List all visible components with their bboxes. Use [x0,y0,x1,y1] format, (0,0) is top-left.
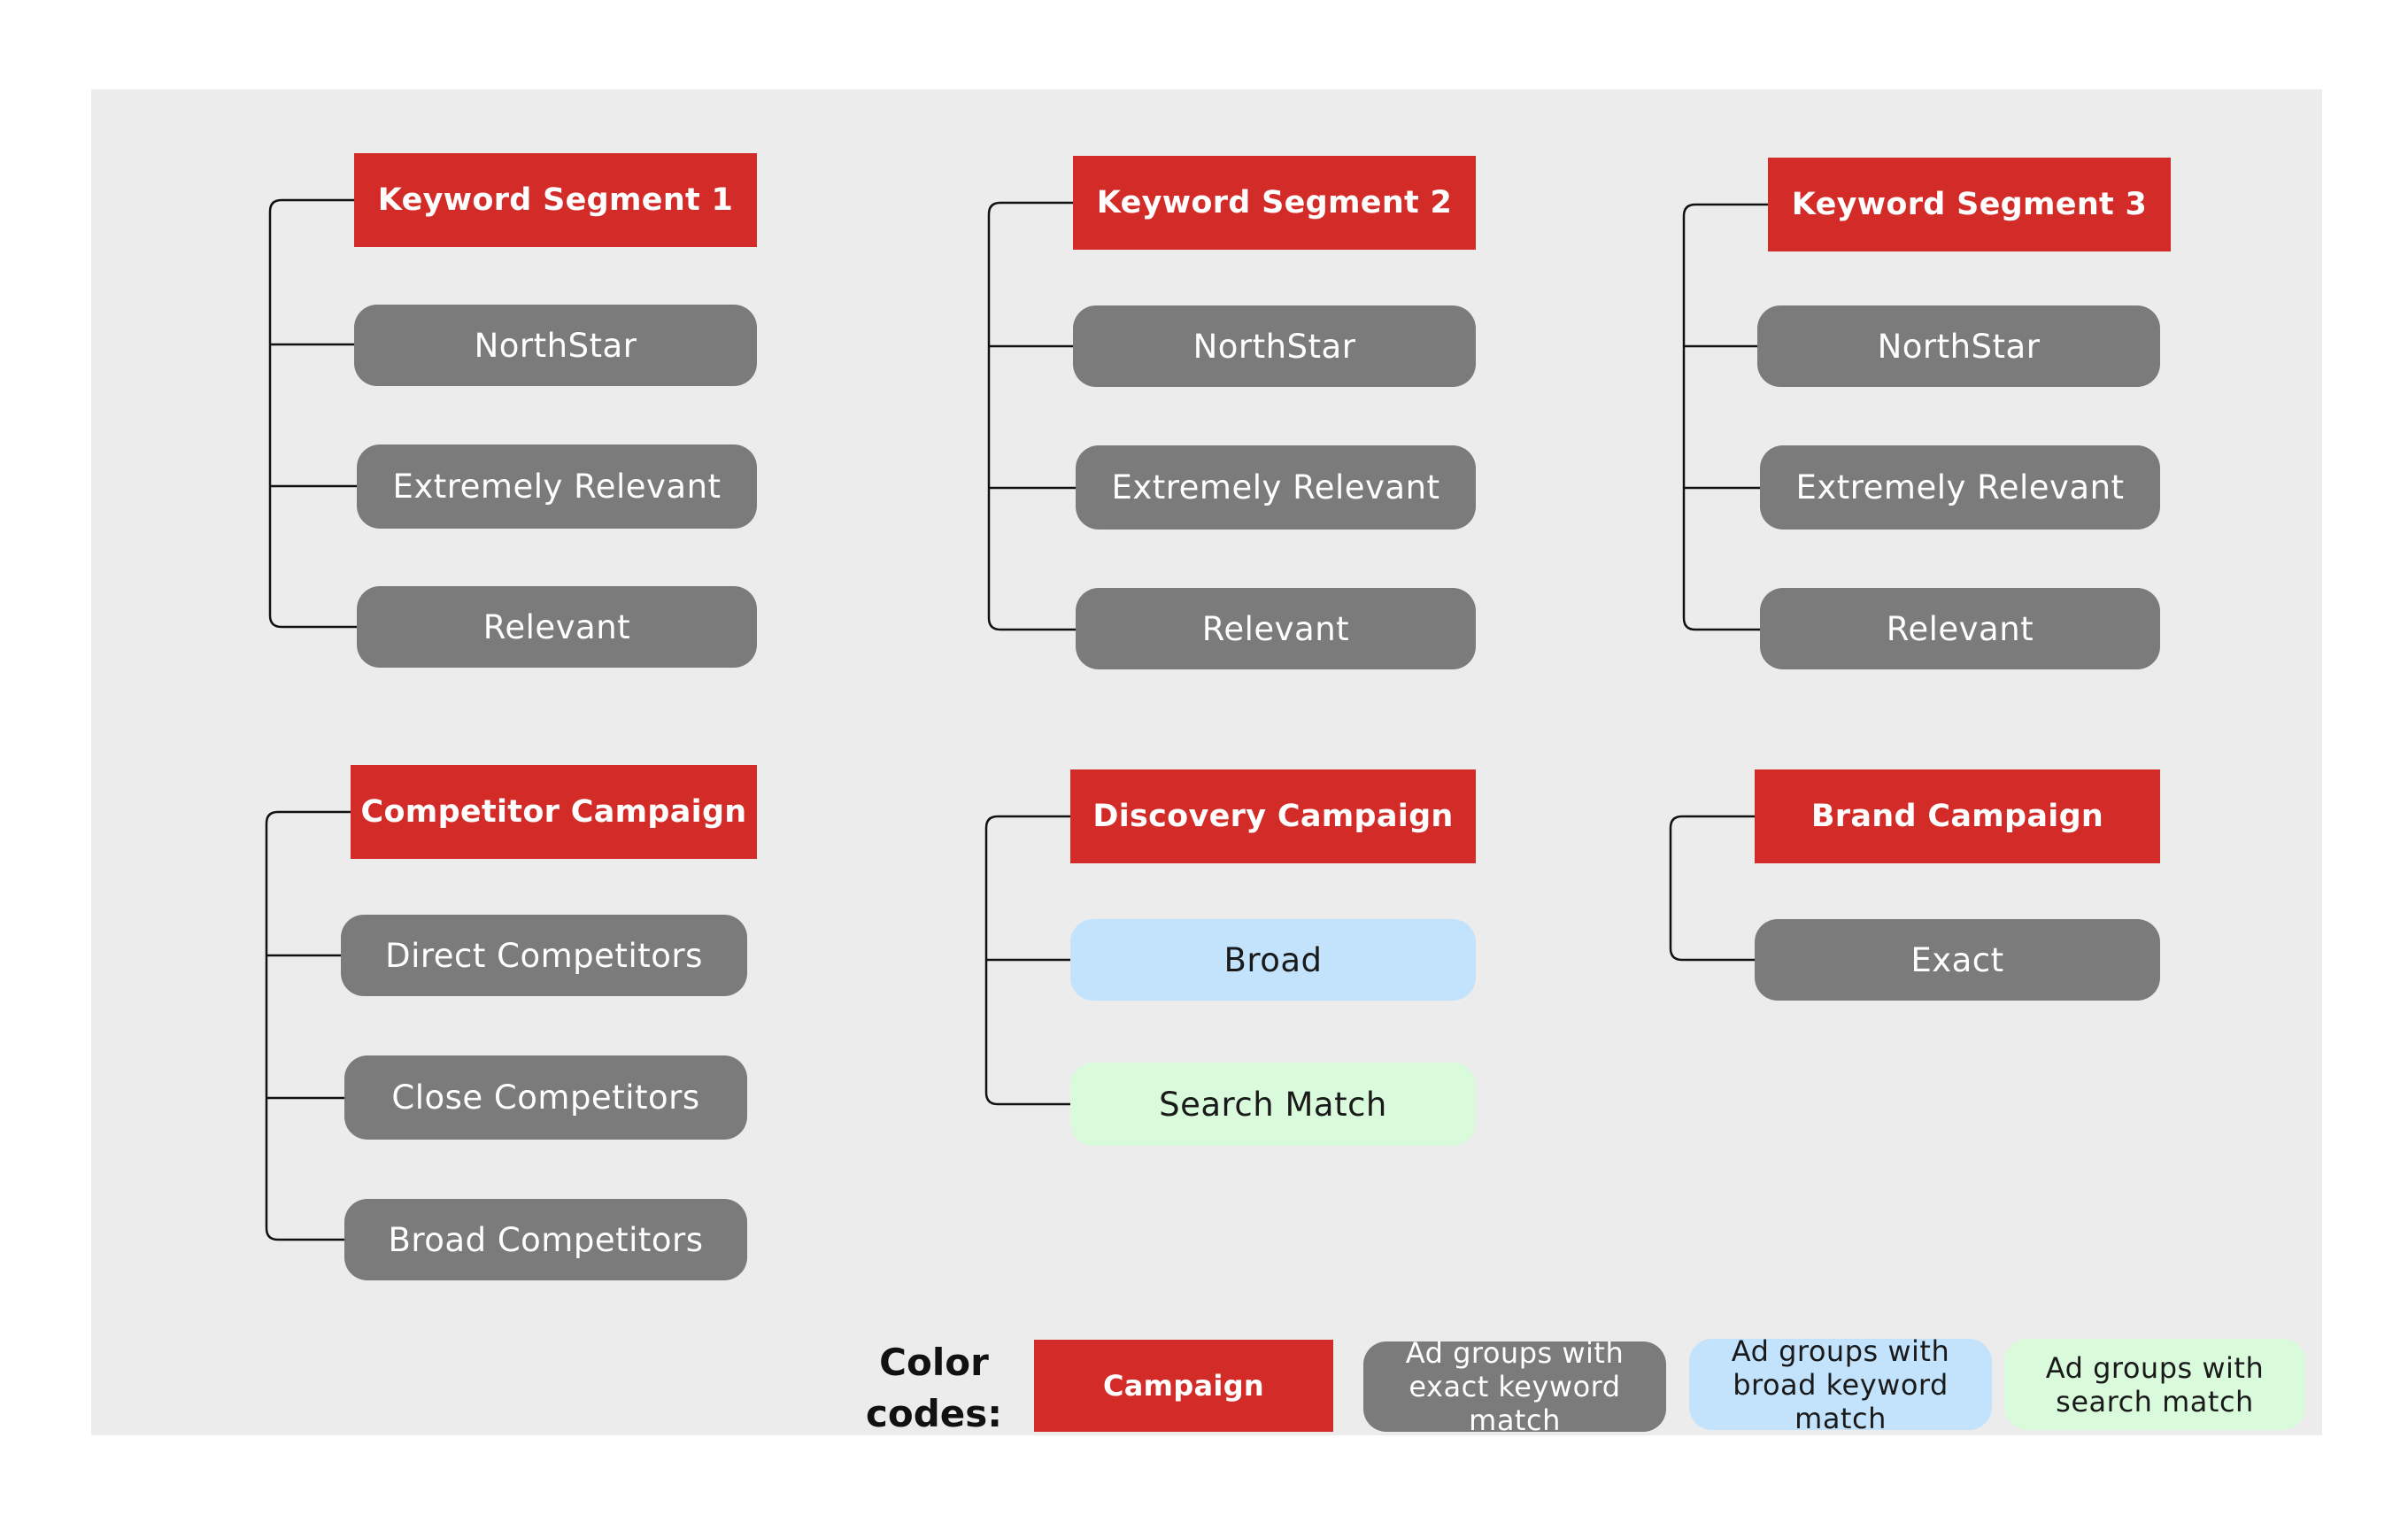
ad-group-relevant: Relevant [1076,588,1476,669]
legend-title: Color codes: [850,1337,1018,1440]
legend-title-line-2: codes: [865,1392,1003,1435]
ad-group-broad-competitors: Broad Competitors [344,1199,747,1280]
legend-search-match-swatch: Ad groups with search match [2004,1339,2305,1430]
legend-title-line-1: Color [879,1341,989,1384]
ad-group-relevant: Relevant [357,586,757,668]
ad-group-close-competitors: Close Competitors [344,1055,747,1140]
campaign-brand: Brand Campaign [1755,769,2160,863]
legend-campaign-swatch: Campaign [1034,1340,1333,1432]
legend-exact-match-swatch: Ad groups with exact keyword match [1363,1336,1666,1437]
campaign-discovery: Discovery Campaign [1070,769,1476,863]
campaign-keyword-segment-1: Keyword Segment 1 [354,153,757,247]
ad-group-extremely-relevant: Extremely Relevant [1076,445,1476,530]
ad-group-extremely-relevant: Extremely Relevant [1760,445,2160,530]
ad-group-northstar: NorthStar [1073,305,1476,387]
ad-group-direct-competitors: Direct Competitors [341,915,747,996]
legend-broad-match-swatch: Ad groups with broad keyword match [1689,1334,1992,1435]
ad-group-exact: Exact [1755,919,2160,1001]
ad-group-relevant: Relevant [1760,588,2160,669]
ad-group-search-match: Search Match [1070,1063,1476,1146]
ad-group-broad: Broad [1070,919,1476,1001]
ad-group-northstar: NorthStar [354,305,757,386]
ad-group-northstar: NorthStar [1757,305,2160,387]
campaign-competitor: Competitor Campaign [351,765,757,859]
campaign-keyword-segment-2: Keyword Segment 2 [1073,156,1476,250]
ad-group-extremely-relevant: Extremely Relevant [357,445,757,529]
campaign-keyword-segment-3: Keyword Segment 3 [1768,158,2171,251]
